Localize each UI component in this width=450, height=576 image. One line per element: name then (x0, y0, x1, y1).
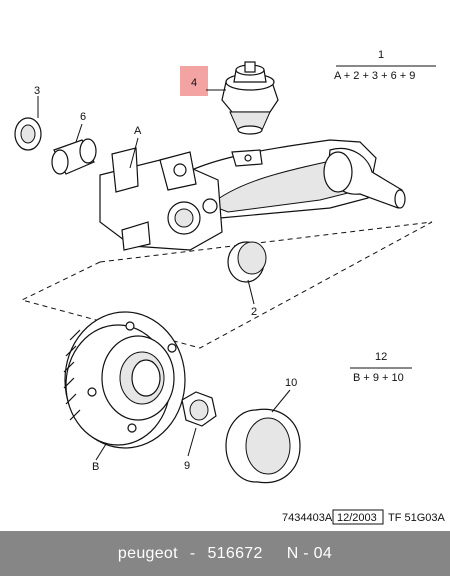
dust-cap (225, 408, 301, 484)
leader-6 (75, 123, 83, 143)
callout-2: 2 (251, 306, 257, 318)
leader-A (129, 137, 139, 169)
footer-suffix: N - 04 (286, 544, 333, 562)
bushing (51, 138, 97, 175)
assembly-boundary (20, 221, 433, 349)
footer-bar: peugeot - 516672 N - 04 (0, 531, 450, 576)
reference-date: 12/2003 (337, 512, 377, 524)
reference-date-box (332, 509, 384, 525)
highlight-marker (180, 66, 208, 96)
reference-variant: TF 51G03A (388, 512, 446, 524)
trailing-arm (99, 139, 406, 251)
leader-10 (271, 389, 291, 413)
diagram-canvas: 1 A + 2 + 3 + 6 + 9 4 3 6 A 2 12 B + 9 +… (14, 49, 446, 525)
hub-nut (181, 391, 217, 427)
callout-6: 6 (80, 111, 86, 123)
footer-part-number: 516672 (207, 544, 263, 562)
leader-B (95, 443, 107, 461)
callout-9: 9 (184, 460, 190, 472)
callout-12-formula: B + 9 + 10 (353, 372, 404, 384)
callout-4: 4 (191, 77, 197, 89)
footer-separator: - (189, 544, 196, 562)
callout-12: 12 (375, 351, 387, 363)
callout-10: 10 (285, 377, 297, 389)
leader-2 (247, 279, 255, 305)
callout-B: B (92, 461, 99, 473)
bearing-ring (14, 117, 42, 151)
callout-1-formula: A + 2 + 3 + 6 + 9 (334, 70, 415, 82)
callout-3: 3 (34, 85, 40, 97)
callout-A: A (134, 125, 142, 137)
brake-disc-hub (63, 311, 186, 449)
rubber-mount (221, 61, 279, 135)
leader-9 (187, 427, 197, 457)
end-cap (227, 241, 267, 283)
footer-brand: peugeot (117, 544, 178, 562)
reference-code: 7434403A (282, 512, 333, 524)
callout-1: 1 (378, 49, 384, 61)
